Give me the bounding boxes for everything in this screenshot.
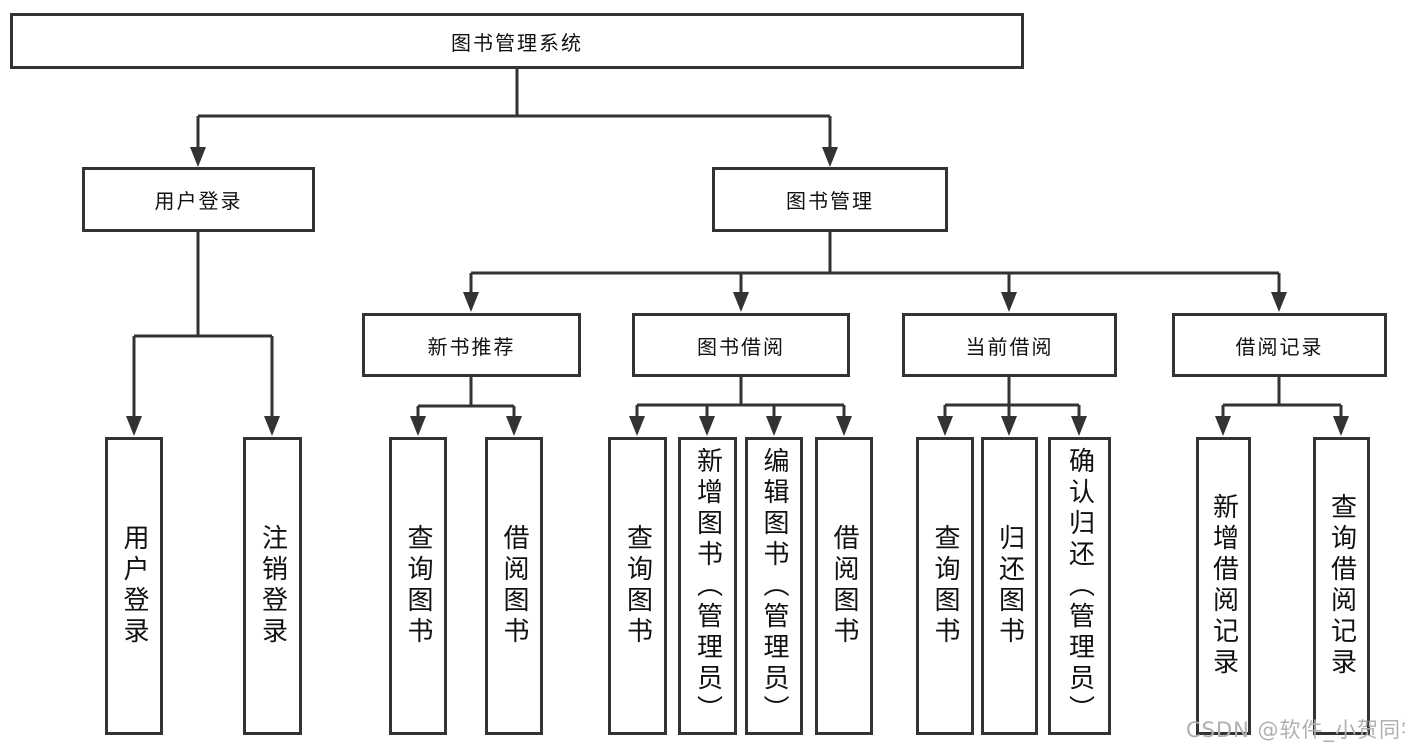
arrow-down-icon <box>629 416 645 436</box>
node-book-management: 图书管理 <box>712 167 948 232</box>
arrowheads <box>126 147 1349 436</box>
leaf-logout: 注销登录 <box>243 437 302 735</box>
edge-bookmgmt-level3 <box>469 232 1281 296</box>
leaf-borrow-edit-book-label: 编辑图书（管理员） <box>759 446 789 726</box>
leaf-records-add: 新增借阅记录 <box>1196 437 1251 735</box>
leaf-newbook-borrow-label: 借阅图书 <box>499 524 529 648</box>
node-root-label: 图书管理系统 <box>451 30 583 55</box>
arrow-down-icon <box>410 416 426 436</box>
arrow-down-icon <box>1271 292 1287 312</box>
arrow-down-icon <box>1333 416 1349 436</box>
arrow-down-icon <box>937 416 953 436</box>
leaf-newbook-borrow: 借阅图书 <box>485 437 543 735</box>
leaf-borrow-borrow-book: 借阅图书 <box>815 437 873 735</box>
node-user-login-label: 用户登录 <box>154 189 243 213</box>
leaf-current-return-label: 归还图书 <box>994 524 1025 648</box>
leaf-borrow-query: 查询图书 <box>608 437 667 735</box>
leaf-borrow-edit-book: 编辑图书（管理员） <box>745 437 803 735</box>
leaf-user-login: 用户登录 <box>105 437 163 735</box>
leaf-records-add-label: 新增借阅记录 <box>1208 493 1239 679</box>
node-book-management-label: 图书管理 <box>786 189 874 213</box>
arrow-down-icon <box>463 292 479 312</box>
leaf-current-confirm-return: 确认归还（管理员） <box>1048 437 1111 735</box>
node-book-borrow: 图书借阅 <box>632 313 850 377</box>
arrow-down-icon <box>506 416 522 436</box>
leaf-borrow-borrow-book-label: 借阅图书 <box>829 524 859 648</box>
arrow-down-icon <box>836 416 852 436</box>
leaf-borrow-query-label: 查询图书 <box>622 524 653 648</box>
arrow-down-icon <box>699 416 715 436</box>
node-root: 图书管理系统 <box>10 13 1024 69</box>
watermark: CSDN @软件_小贺同学 <box>1186 718 1405 742</box>
node-borrow-records-label: 借阅记录 <box>1235 334 1324 359</box>
arrow-down-icon <box>766 416 782 436</box>
node-book-borrow-label: 图书借阅 <box>697 334 785 359</box>
arrow-down-icon <box>264 416 280 436</box>
leaf-current-confirm-return-label: 确认归还（管理员） <box>1064 446 1095 726</box>
leaf-user-login-label: 用户登录 <box>119 524 149 648</box>
leaf-records-query: 查询借阅记录 <box>1313 437 1370 735</box>
node-new-book-recommend: 新书推荐 <box>362 313 581 377</box>
leaf-records-query-label: 查询借阅记录 <box>1326 493 1357 679</box>
edge-newbook-leaves <box>416 377 516 420</box>
arrow-down-icon <box>1071 416 1087 436</box>
node-new-book-recommend-label: 新书推荐 <box>427 334 516 359</box>
arrow-down-icon <box>126 416 142 436</box>
leaf-borrow-add-book-label: 新增图书（管理员） <box>692 446 723 726</box>
edge-currentborrow-leaves <box>943 377 1081 420</box>
leaf-newbook-query: 查询图书 <box>389 437 447 735</box>
edge-bookborrow-leaves <box>635 377 846 420</box>
node-current-borrow: 当前借阅 <box>902 313 1117 377</box>
edge-userlogin-leaves <box>132 232 274 420</box>
edge-root-level2 <box>196 69 832 150</box>
arrow-down-icon <box>733 292 749 312</box>
leaf-logout-label: 注销登录 <box>257 524 288 648</box>
leaf-current-return: 归还图书 <box>981 437 1038 735</box>
edge-borrowrecords-leaves <box>1221 377 1343 420</box>
node-user-login: 用户登录 <box>82 167 315 232</box>
node-borrow-records: 借阅记录 <box>1172 313 1387 377</box>
node-current-borrow-label: 当前借阅 <box>965 334 1054 359</box>
leaf-borrow-add-book: 新增图书（管理员） <box>678 437 737 735</box>
arrow-down-icon <box>1001 292 1017 312</box>
arrow-down-icon <box>1001 416 1017 436</box>
leaf-current-query-label: 查询图书 <box>930 524 960 648</box>
arrow-down-icon <box>822 147 838 167</box>
leaf-newbook-query-label: 查询图书 <box>403 524 433 648</box>
arrow-down-icon <box>190 147 206 167</box>
arrow-down-icon <box>1215 416 1231 436</box>
leaf-current-query: 查询图书 <box>916 437 974 735</box>
